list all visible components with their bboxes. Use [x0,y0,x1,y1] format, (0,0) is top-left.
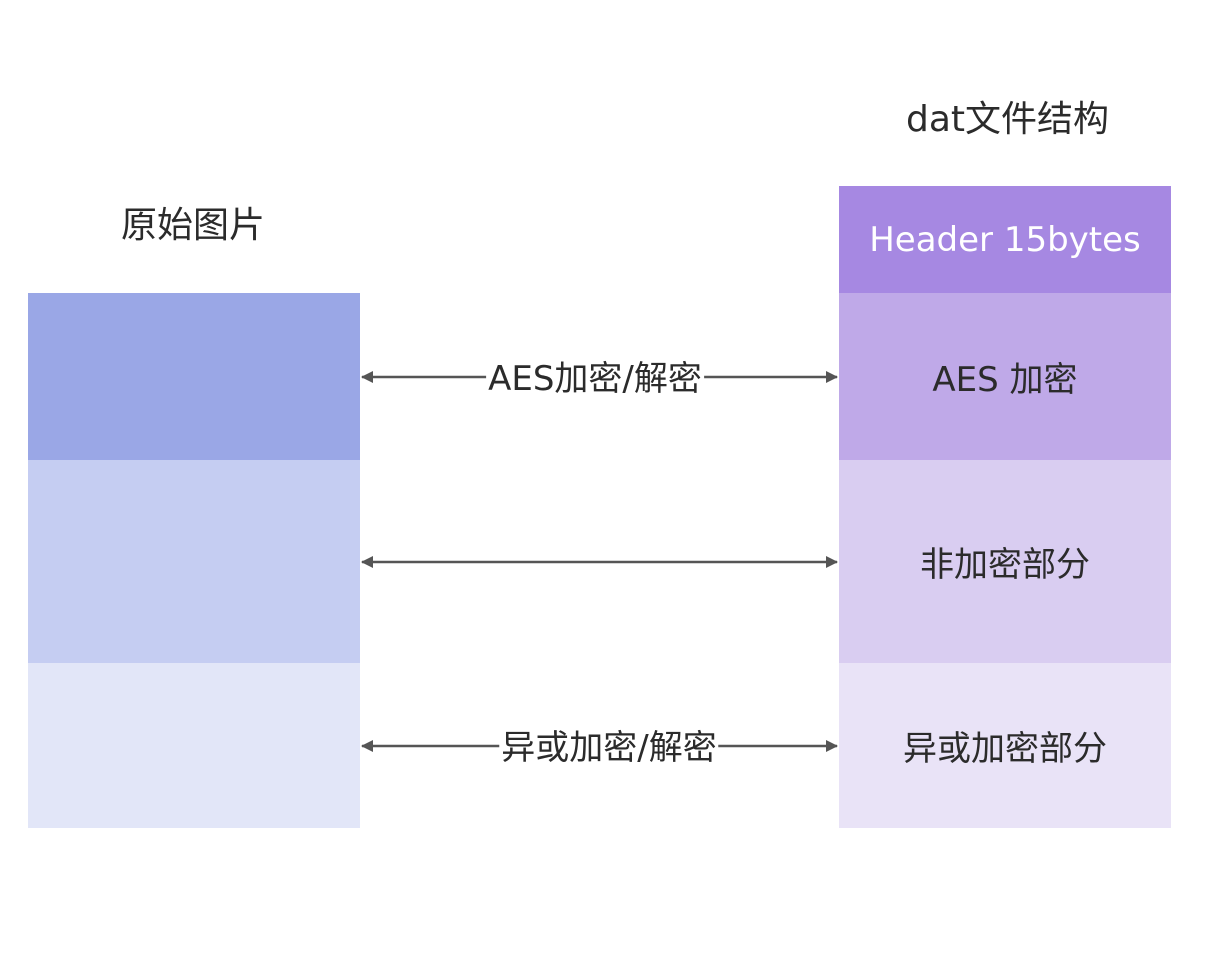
right-block-plain-label: 非加密部分 [920,545,1090,585]
left-block-aes-region [28,293,360,460]
right-block-aes: AES 加密 [839,293,1171,460]
right-block-header: Header 15bytes [839,186,1171,293]
right-block-xor-label: 异或加密部分 [903,729,1107,769]
right-column-title: dat文件结构 [906,99,1110,140]
right-block-aes-label: AES 加密 [932,360,1078,400]
aes-connector-label: AES加密/解密 [486,359,704,399]
right-block-xor: 异或加密部分 [839,663,1171,828]
left-block-xor-region [28,663,360,828]
left-column-title: 原始图片 [121,205,266,246]
right-block-plain: 非加密部分 [839,460,1171,663]
left-block-plain-region [28,460,360,663]
right-block-header-label: Header 15bytes [869,219,1141,260]
xor-connector-label: 异或加密/解密 [499,728,719,768]
